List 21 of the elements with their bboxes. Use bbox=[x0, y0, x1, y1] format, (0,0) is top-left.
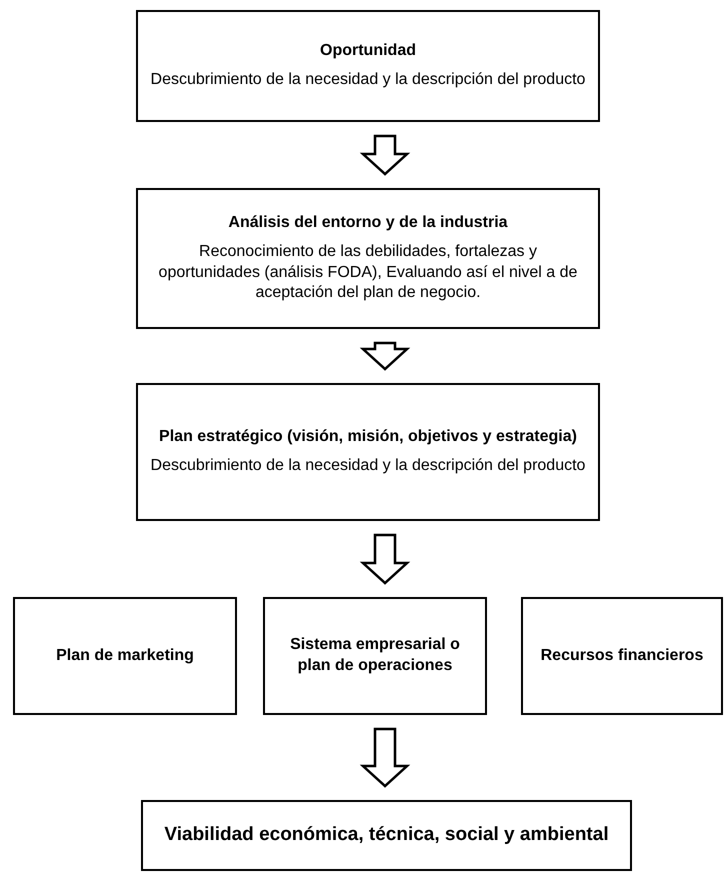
box-heading: Sistema empresarial o plan de operaciones bbox=[289, 635, 461, 676]
box-heading: Viabilidad económica, técnica, social y ambiental bbox=[164, 823, 609, 848]
box-description: Descubrimiento de la necesidad y la descripción del producto bbox=[150, 456, 586, 476]
block-arrow bbox=[360, 728, 410, 788]
process-box bbox=[136, 188, 600, 329]
process-box bbox=[136, 10, 600, 122]
process-box bbox=[136, 383, 600, 521]
process-box bbox=[521, 597, 723, 715]
box-heading: Plan de marketing bbox=[56, 646, 194, 666]
box-heading: Oportunidad bbox=[320, 41, 416, 62]
box-heading: Análisis del entorno y de la industria bbox=[228, 212, 508, 233]
process-box bbox=[141, 800, 632, 871]
box-description: Reconocimiento de las debilidades, fortalezas y oportunidades (análisis FODA), Evaluando así el nivel a de aceptación del plan de negocio. bbox=[158, 242, 578, 304]
process-box bbox=[263, 597, 487, 715]
block-arrow bbox=[360, 534, 410, 585]
block-arrow bbox=[360, 134, 410, 176]
box-heading: Recursos financieros bbox=[540, 646, 704, 666]
process-box bbox=[13, 597, 237, 715]
box-heading: Plan estratégico (visión, misión, objetivos y estrategia) bbox=[159, 427, 577, 448]
block-arrow bbox=[360, 342, 410, 371]
box-description: Descubrimiento de la necesidad y la descripción del producto bbox=[150, 70, 586, 90]
